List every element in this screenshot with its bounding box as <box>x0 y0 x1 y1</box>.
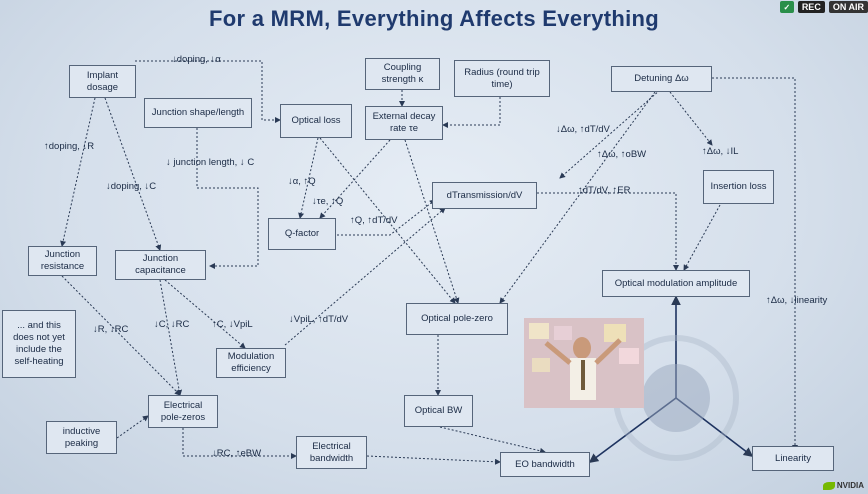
nvidia-logo: NVIDIA <box>822 481 864 490</box>
linearity-box: Linearity <box>752 446 834 471</box>
slide-title: For a MRM, Everything Affects Everything <box>208 6 660 31</box>
edge-label: ↑Δω, ↓IL <box>702 146 739 157</box>
detuning-box: Detuning Δω <box>611 66 712 92</box>
edge-label: ↑C, ↓VpiL <box>212 319 253 330</box>
photo-illustration <box>524 318 644 408</box>
edge-label: ↓Δω, ↑dT/dV <box>556 124 610 135</box>
electrical-pole-zeros-box: Electrical pole-zeros <box>148 395 218 428</box>
implant-dosage-box: Implant dosage <box>69 65 136 98</box>
edge-label: ↓RC, ↑eBW <box>212 448 262 459</box>
optical-loss-box: Optical loss <box>280 104 352 138</box>
edge-label: ↓doping, ↓α <box>172 54 221 65</box>
electrical-bandwidth-box: Electrical bandwidth <box>296 436 367 469</box>
optical-modulation-amplitude-box: Optical modulation amplitude <box>602 270 750 297</box>
edge-label: ↑doping, ↓R <box>44 141 95 152</box>
insertion-loss-box: Insertion loss <box>703 170 774 204</box>
q-factor-box: Q-factor <box>268 218 336 250</box>
edge-label: ↓ junction length, ↓ C <box>166 157 255 168</box>
radius-box: Radius (round trip time) <box>454 60 550 97</box>
junction-resistance-box: Junction resistance <box>28 246 97 276</box>
edge-label: ↓τe, ↑Q <box>312 196 344 207</box>
edge-label: ↑dT/dV, ↑ER <box>578 185 631 196</box>
optical-bw-box: Optical BW <box>404 395 473 427</box>
reaction-photo <box>524 318 644 408</box>
on-air-badge: ON AIR <box>828 1 868 13</box>
self-heating-note-box: ... and this does not yet include the se… <box>2 310 76 378</box>
junction-shape-box: Junction shape/length <box>144 98 252 128</box>
edge-label: ↓R, ↓RC <box>93 324 129 335</box>
shield-icon: ✓ <box>779 1 794 13</box>
inductive-peaking-box: inductive peaking <box>46 421 117 454</box>
edge-label: ↓α, ↑Q <box>288 176 316 187</box>
rec-badge: REC <box>797 1 825 13</box>
modulation-efficiency-box: Modulation efficiency <box>216 348 286 378</box>
dtransmission-box: dTransmission/dV <box>432 182 537 209</box>
edge-label: ↑Δω, ↓linearity <box>766 295 828 306</box>
edge-label: ↓C, ↓RC <box>154 319 190 330</box>
eo-bandwidth-box: EO bandwidth <box>500 452 590 477</box>
status-indicators: ✓ REC ON AIR <box>779 0 868 14</box>
edge-label: ↑Q, ↑dT/dV <box>350 215 398 226</box>
optical-pole-zero-box: Optical pole-zero <box>406 303 508 335</box>
edge-label: ↑Δω, ↑oBW <box>597 149 647 160</box>
junction-capacitance-box: Junction capacitance <box>115 250 206 280</box>
edge-label: ↓doping, ↓C <box>106 181 157 192</box>
edge-label: ↓VpiL, ↑dT/dV <box>289 314 349 325</box>
external-decay-box: External decay rate τe <box>365 106 443 140</box>
coupling-strength-box: Coupling strength κ <box>365 58 440 90</box>
nvidia-eye-icon <box>822 481 835 490</box>
